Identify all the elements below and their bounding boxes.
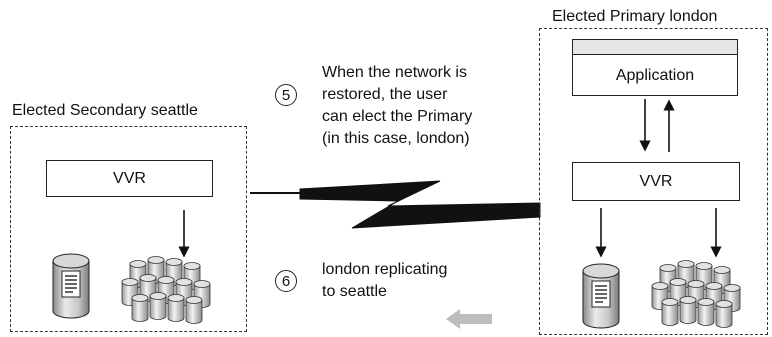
primary-title: Elected Primary london xyxy=(552,8,718,25)
step-6-text: london replicating to seattle xyxy=(322,259,447,303)
application-box: Application xyxy=(572,39,738,96)
application-label: Application xyxy=(615,66,695,84)
step-5-line: can elect the Primary xyxy=(322,108,473,125)
application-title-bar xyxy=(573,40,737,55)
secondary-title: Elected Secondary seattle xyxy=(12,102,198,119)
step-5-number: 5 xyxy=(275,84,297,106)
secondary-region xyxy=(10,126,247,332)
primary-region xyxy=(539,28,768,335)
primary-vvr-box: VVR xyxy=(572,162,740,201)
lightning-link-icon xyxy=(250,180,541,229)
step-5-text: When the network is restored, the user c… xyxy=(322,62,472,150)
step-6-number: 6 xyxy=(275,270,297,292)
step-5-line: restored, the user xyxy=(322,86,448,103)
replication-arrow-icon xyxy=(446,309,492,329)
step-5-line: (in this case, london) xyxy=(322,130,470,147)
step-6-line: london replicating xyxy=(322,261,448,278)
step-6-line: to seattle xyxy=(322,283,387,300)
step-5-line: When the network is xyxy=(322,64,467,81)
secondary-vvr-box: VVR xyxy=(46,160,213,197)
